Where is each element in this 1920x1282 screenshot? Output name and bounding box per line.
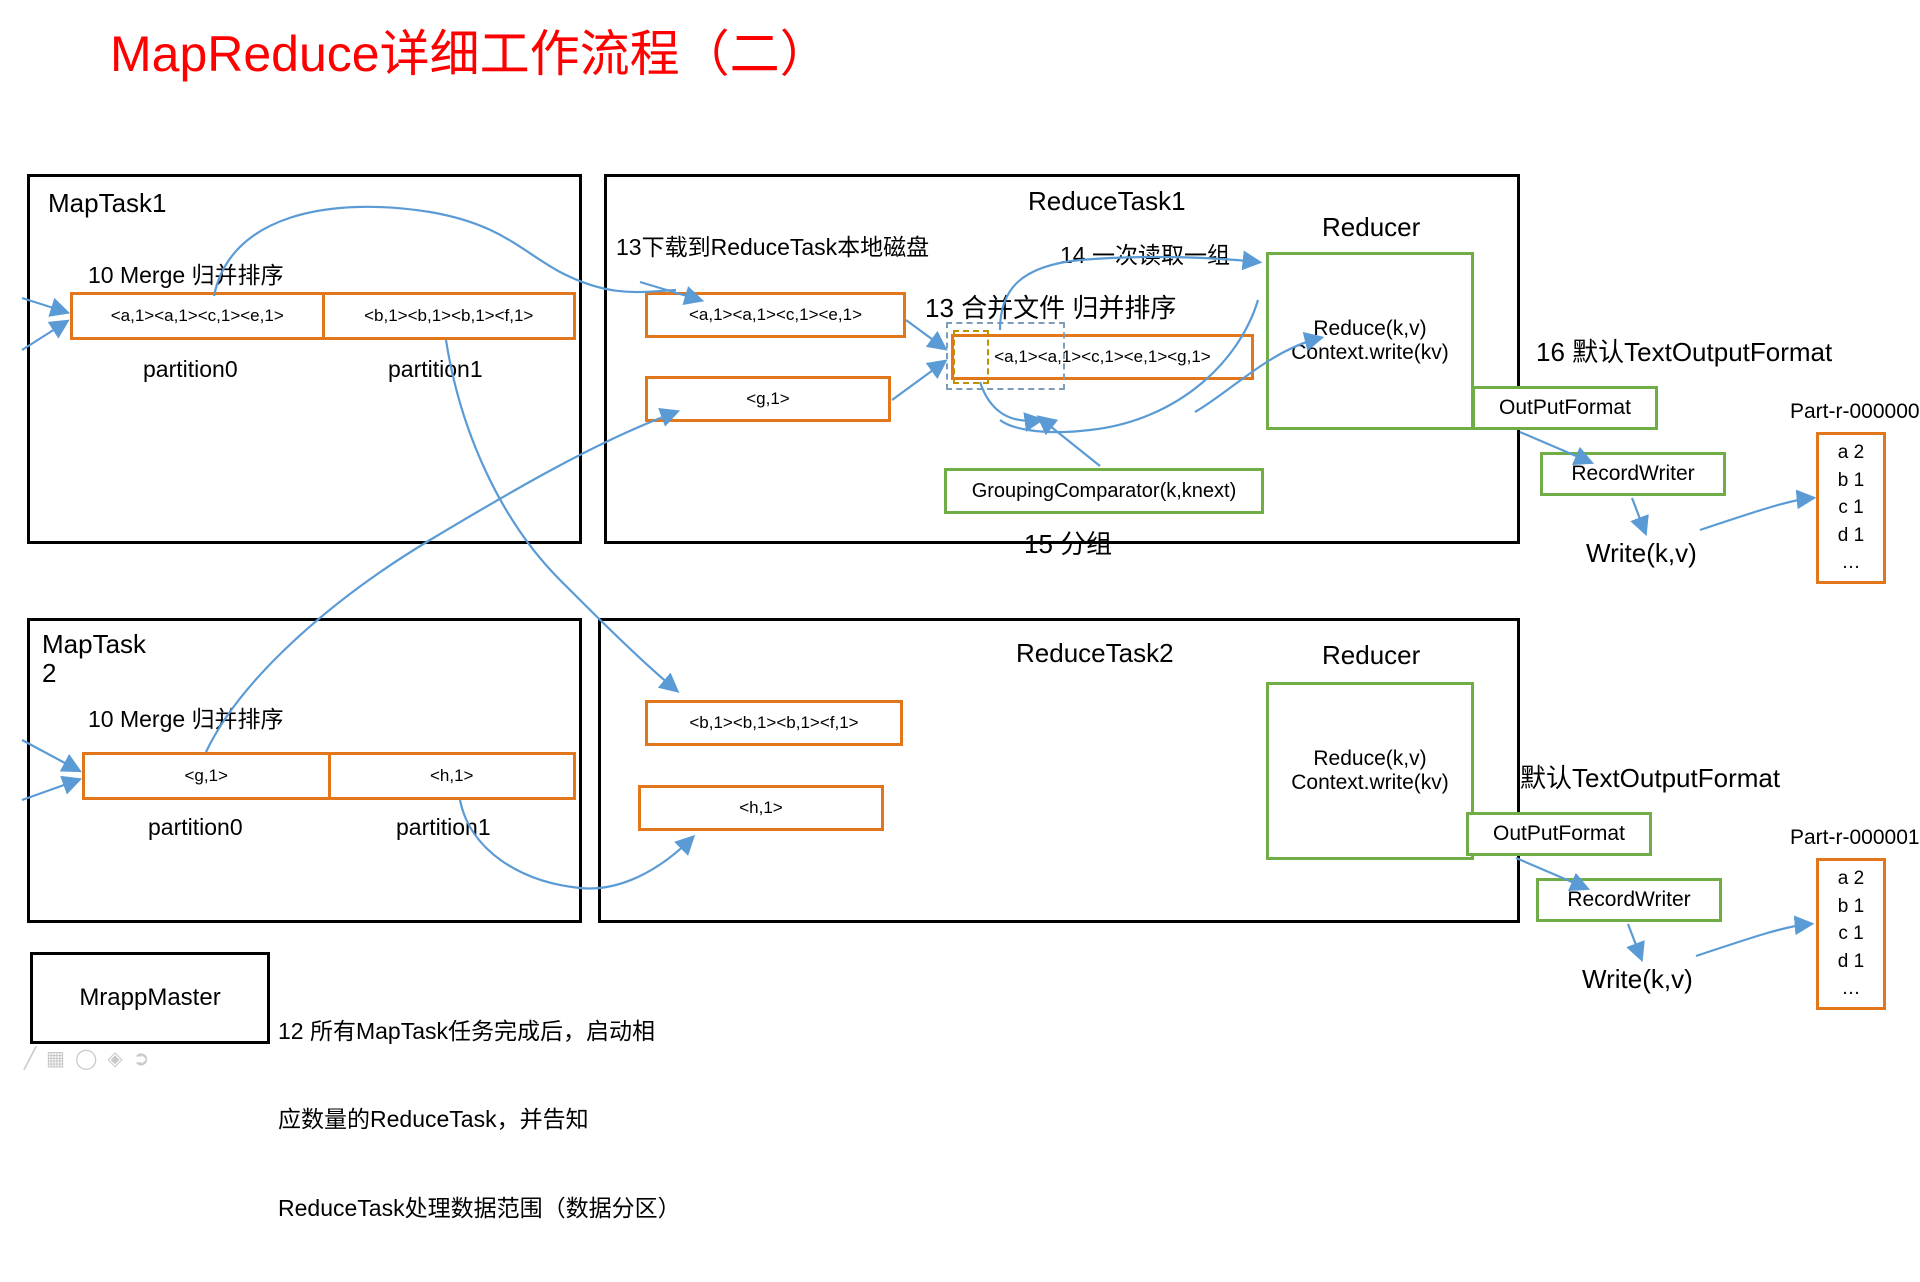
page-title: MapReduce详细工作流程（二）	[110, 26, 830, 82]
master-note: 12 所有MapTask任务完成后，启动相 应数量的ReduceTask，并告知…	[278, 958, 681, 1282]
maptask2-title-line1: MapTask	[42, 629, 147, 659]
maptask2-partition0-label: partition0	[148, 814, 243, 840]
reducetask1-fetched-box-1: <a,1><a,1><c,1><e,1>	[645, 292, 906, 338]
eraser-icon: ◯	[74, 1048, 98, 1070]
reducer2-line1: Reduce(k,v)	[1313, 747, 1427, 770]
part2-row-2: c 1	[1838, 923, 1864, 945]
maptask2-partition1-data: <h,1>	[327, 755, 574, 797]
output1-part-file: a 2 b 1 c 1 d 1 …	[1816, 432, 1886, 584]
part1-row-1: b 1	[1837, 469, 1865, 491]
maptask2-merge-label: 10 Merge 归并排序	[88, 706, 284, 732]
master-note-line3: ReduceTask处理数据范围（数据分区）	[278, 1194, 681, 1221]
maptask2-title: MapTask 2	[42, 629, 147, 689]
maptask1-container	[27, 174, 582, 544]
output2-write-label: Write(k,v)	[1582, 964, 1693, 994]
output2-format-label: 默认TextOutputFormat	[1520, 763, 1781, 793]
output1-write-label: Write(k,v)	[1586, 538, 1697, 568]
maptask1-partition0-label: partition0	[143, 356, 238, 382]
pen-icon: ╱	[24, 1048, 37, 1070]
maptask1-partition1-data: <b,1><b,1><b,1><f,1>	[321, 295, 574, 337]
reducetask1-fetched-box-2: <g,1>	[645, 376, 891, 422]
part1-row-2: c 1	[1838, 497, 1864, 519]
part2-row-1: b 1	[1837, 895, 1865, 917]
arrow-recordwriter2-to-write	[1626, 923, 1645, 963]
mrappmaster-box: MrappMaster	[30, 952, 270, 1044]
grid-icon: ▦	[46, 1048, 65, 1070]
maptask1-partition0-data: <a,1><a,1><c,1><e,1>	[110, 306, 284, 325]
output1-recordwriter-box: RecordWriter	[1540, 452, 1726, 496]
maptask2-title-line2: 2	[42, 658, 57, 689]
reducer1-box: Reduce(k,v) Context.write(kv)	[1266, 252, 1474, 430]
master-note-line1: 12 所有MapTask任务完成后，启动相	[278, 1017, 656, 1044]
part1-row-4: …	[1841, 552, 1861, 574]
reducetask1-merge-files-label: 13 合并文件 归并排序	[925, 293, 1177, 323]
master-note-line2: 应数量的ReduceTask，并告知	[278, 1106, 589, 1133]
maptask1-partition1-label: partition1	[388, 356, 483, 382]
output2-part-file: a 2 b 1 c 1 d 1 …	[1816, 858, 1886, 1010]
group-outline-2	[953, 330, 989, 384]
maptask2-partition-row: <g,1> <h,1>	[82, 752, 576, 800]
reducetask2-fetched-box-2: <h,1>	[638, 785, 884, 831]
part2-row-3: d 1	[1837, 950, 1865, 972]
part1-row-3: d 1	[1837, 524, 1865, 546]
maptask1-title: MapTask1	[48, 188, 167, 218]
reducetask1-title: ReduceTask1	[1028, 186, 1186, 216]
arrow-write1-to-partfile	[1699, 489, 1817, 532]
maptask1-merge-label: 10 Merge 归并排序	[88, 262, 284, 288]
tool-glyph-strip: ╱ ▦ ◯ ◈ ➲	[24, 1046, 150, 1071]
maptask2-partition1-label: partition1	[396, 814, 491, 840]
highlighter-icon: ◈	[107, 1048, 123, 1070]
output1-part-name: Part-r-000000	[1790, 400, 1920, 423]
output1-outputformat-box: OutPutFormat	[1472, 386, 1658, 430]
reducetask1-download-label: 13下载到ReduceTask本地磁盘	[616, 234, 930, 260]
arrow-write2-to-partfile	[1695, 915, 1815, 958]
grouping-comparator-box: GroupingComparator(k,knext)	[944, 468, 1264, 514]
reducetask2-fetched-box-1: <b,1><b,1><b,1><f,1>	[645, 700, 903, 746]
reducetask1-grouping-label: 15 分组	[1024, 529, 1113, 559]
part1-row-0: a 2	[1837, 442, 1865, 464]
part2-row-0: a 2	[1837, 868, 1865, 890]
reducetask2-title: ReduceTask2	[1016, 638, 1174, 668]
maptask1-partition-row: <a,1><a,1><c,1><e,1> <b,1><b,1><b,1><f,1…	[70, 292, 576, 340]
reducer1-line2: Context.write(kv)	[1291, 341, 1449, 364]
part2-row-4: …	[1841, 978, 1861, 1000]
arrow-recordwriter1-to-write	[1630, 497, 1649, 537]
reducer1-title: Reducer	[1322, 212, 1421, 242]
diagram-canvas: MapReduce详细工作流程（二） MapTask1 10 Merge 归并排…	[21, 26, 1920, 1221]
output1-format-label: 16 默认TextOutputFormat	[1536, 337, 1833, 367]
reducer2-line2: Context.write(kv)	[1291, 771, 1449, 794]
output2-outputformat-box: OutPutFormat	[1466, 812, 1652, 856]
reducer2-title: Reducer	[1322, 640, 1421, 670]
reducetask1-read-group-label: 14 一次读取一组	[1060, 242, 1230, 268]
output2-recordwriter-box: RecordWriter	[1536, 878, 1722, 922]
reducer1-line1: Reduce(k,v)	[1313, 317, 1427, 340]
cursor-icon: ➲	[132, 1048, 150, 1070]
maptask2-partition0-data: <g,1>	[184, 766, 229, 785]
reducer2-box: Reduce(k,v) Context.write(kv)	[1266, 682, 1474, 860]
output2-part-name: Part-r-000001	[1790, 826, 1920, 849]
